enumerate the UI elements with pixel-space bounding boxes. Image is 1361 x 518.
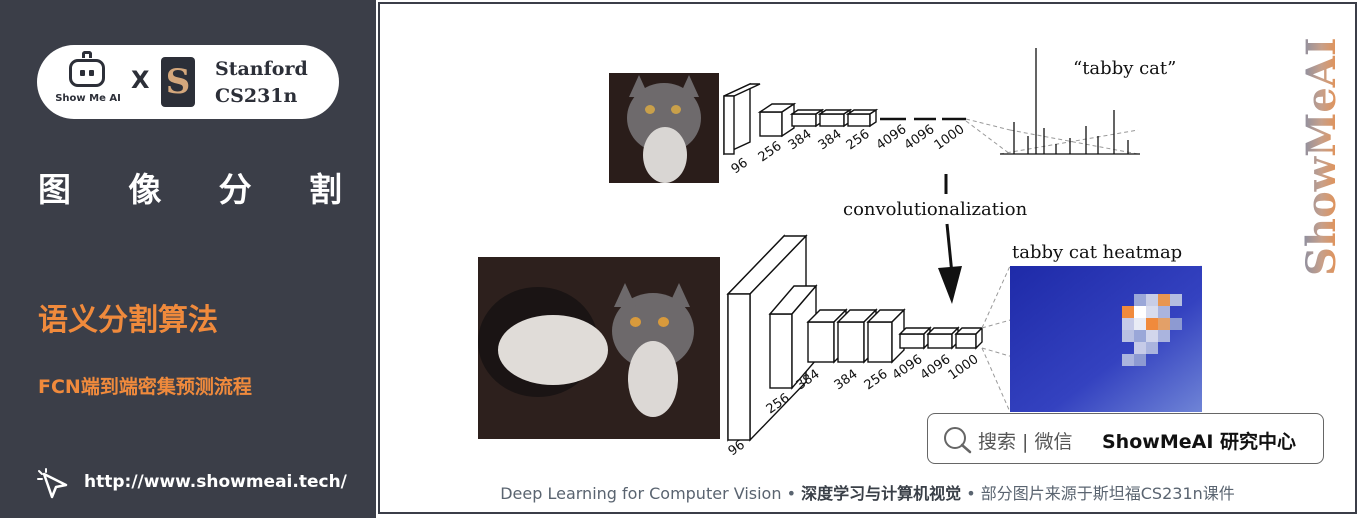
bottom-layer-block-4096b bbox=[926, 326, 960, 350]
website-link[interactable]: http://www.showmeai.tech/ bbox=[84, 472, 347, 492]
top-layer-block-384b bbox=[817, 108, 853, 128]
stanford-label: Stanford bbox=[215, 58, 308, 80]
title-char: 割 bbox=[308, 170, 342, 209]
convolutionalization-arrow bbox=[938, 174, 962, 304]
watermark-text: ShowMeAI bbox=[1298, 37, 1345, 276]
footer-right: 部分图片来源于斯坦福CS231n课件 bbox=[980, 484, 1235, 503]
search-brand: ShowMeAI 研究中心 bbox=[1102, 431, 1296, 453]
stanford-course-label: Stanford CS231n bbox=[215, 56, 308, 110]
top-layer-label: 4096 bbox=[902, 122, 938, 153]
section-subtitle: FCN端到端密集预测流程 bbox=[38, 376, 252, 398]
title-char: 分 bbox=[218, 170, 252, 209]
cursor-click-icon bbox=[37, 468, 68, 499]
wechat-search-box[interactable]: 搜索 | 微信 ShowMeAI 研究中心 bbox=[927, 413, 1324, 464]
bottom-layer-label: 96 bbox=[726, 437, 748, 459]
showmeai-watermark: ShowMeAI bbox=[1298, 37, 1345, 276]
page-title: 图 像 分 割 bbox=[38, 163, 342, 211]
stanford-logo-icon: S bbox=[161, 57, 195, 107]
bottom-layer-block-1000 bbox=[954, 326, 984, 350]
top-layer-label: 96 bbox=[729, 155, 751, 177]
top-layer-label: 1000 bbox=[932, 122, 968, 153]
cat-photo-top bbox=[609, 73, 719, 183]
bottom-layer-block-256b bbox=[866, 308, 906, 364]
footer-middle: 深度学习与计算机视觉 bbox=[801, 484, 962, 503]
showmeai-logo-text: Show Me AI bbox=[55, 93, 121, 104]
top-projection-lines bbox=[965, 118, 1139, 155]
content-panel: ShowMeAI “tabby cat” convolutionalizatio… bbox=[378, 2, 1357, 514]
brand-logo-pill: Show Me AI X S Stanford CS231n bbox=[37, 45, 339, 119]
top-layer-block-256 bbox=[757, 102, 797, 138]
footer-caption: Deep Learning for Computer Vision • 深度学习… bbox=[380, 480, 1355, 504]
top-layer-block-384a bbox=[789, 108, 825, 128]
top-layer-label: 256 bbox=[756, 139, 785, 166]
search-label: 搜索 | 微信 bbox=[978, 431, 1073, 453]
heatmap-label: tabby cat heatmap bbox=[1012, 242, 1182, 263]
fcn-architecture-diagram: ShowMeAI “tabby cat” convolutionalizatio… bbox=[723, 37, 1345, 459]
title-char: 图 bbox=[38, 170, 71, 209]
bottom-layer-label: 1000 bbox=[946, 352, 982, 383]
top-layer-block-96 bbox=[723, 82, 761, 156]
convolutionalization-label: convolutionalization bbox=[843, 199, 1028, 220]
title-char: 像 bbox=[128, 170, 162, 209]
top-layer-label: 4096 bbox=[874, 122, 910, 153]
showmeai-robot-icon bbox=[69, 59, 105, 87]
class-score-bars bbox=[1000, 48, 1140, 155]
footer-left: Deep Learning for Computer Vision bbox=[500, 484, 782, 503]
footer-separator: • bbox=[786, 484, 797, 503]
tabby-cat-heatmap bbox=[1010, 266, 1202, 412]
sidebar: Show Me AI X S Stanford CS231n 图 像 分 割 语… bbox=[0, 0, 376, 518]
robot-antenna-icon bbox=[82, 51, 92, 58]
bottom-layer-label: 384 bbox=[832, 367, 861, 394]
search-icon bbox=[944, 427, 972, 454]
footer-separator: • bbox=[966, 484, 976, 503]
top-layer-block-256b bbox=[845, 108, 879, 128]
section-title: 语义分割算法 bbox=[38, 303, 218, 338]
course-label: CS231n bbox=[215, 85, 298, 107]
top-output-label: “tabby cat” bbox=[1073, 58, 1176, 79]
bottom-layer-label: 4096 bbox=[918, 352, 954, 383]
cat-dog-photo-bottom bbox=[478, 257, 720, 439]
bottom-layer-label: 256 bbox=[862, 367, 891, 394]
top-layer-label: 384 bbox=[816, 127, 845, 154]
brand-x-separator: X bbox=[131, 66, 150, 94]
top-layer-label: 256 bbox=[844, 127, 873, 154]
bottom-layer-block-4096a bbox=[898, 326, 932, 350]
